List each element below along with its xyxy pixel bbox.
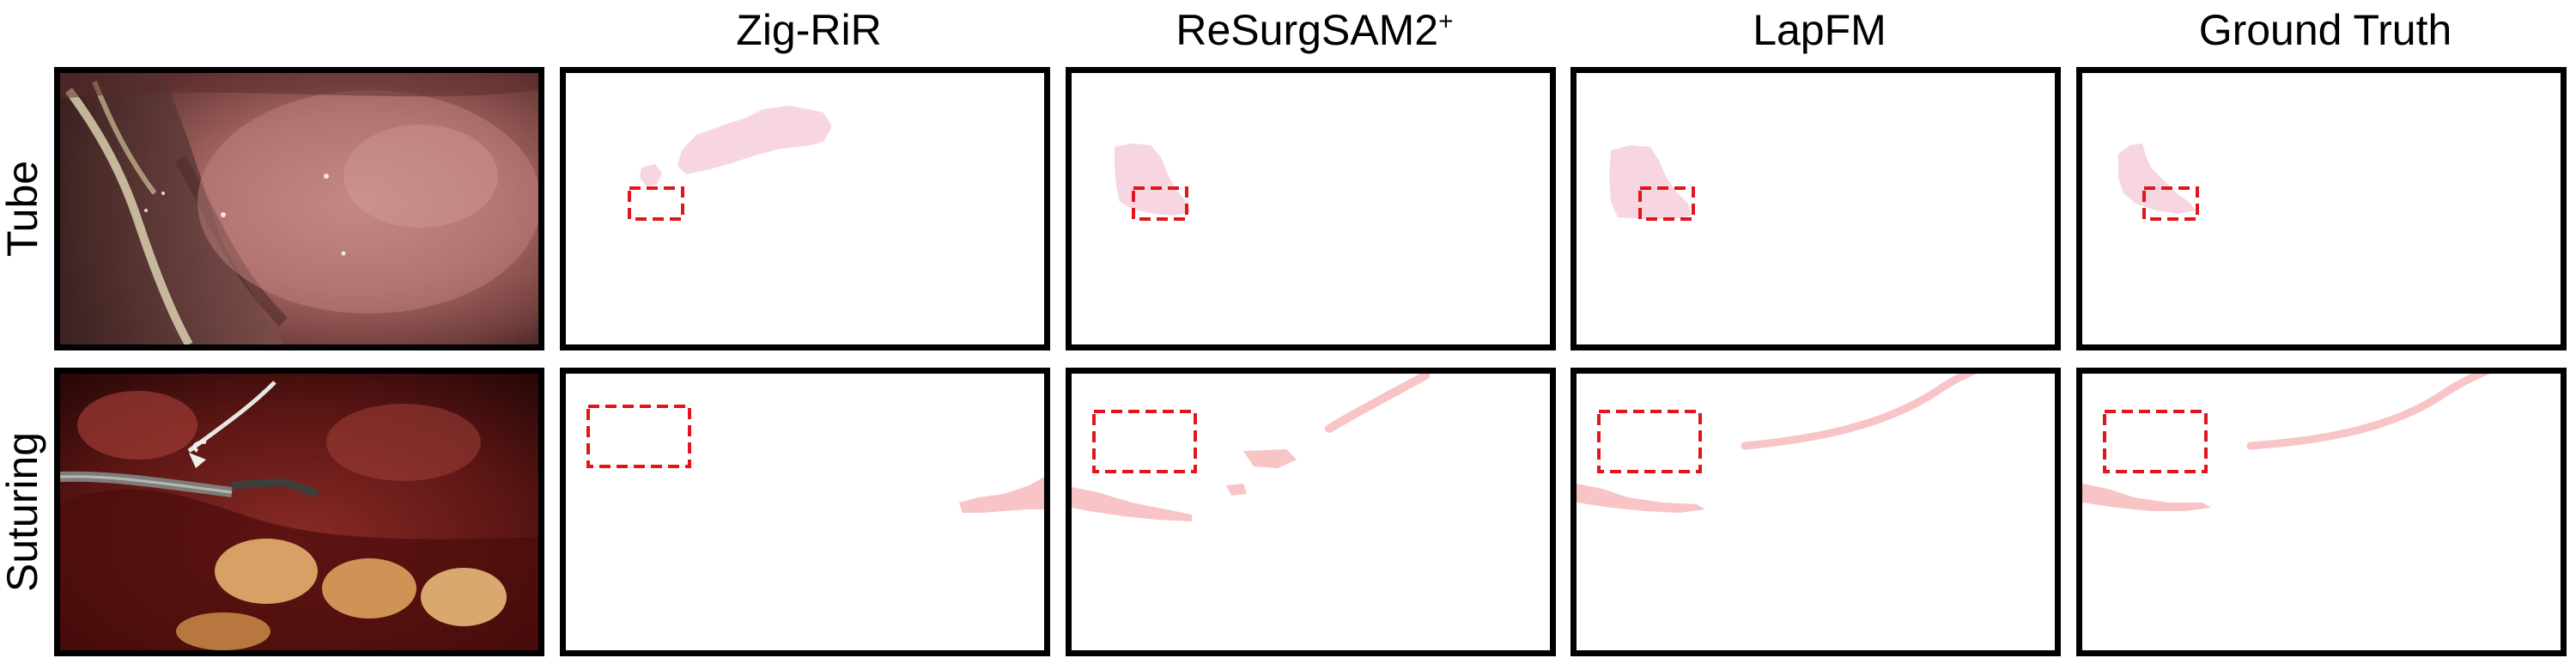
prediction-lapfm-tube	[1571, 67, 2061, 350]
segmentation-mask	[959, 477, 1044, 513]
column-header-ground-truth: Ground Truth	[2081, 3, 2570, 57]
column-header-zig-rir: Zig-RiR	[564, 3, 1054, 57]
prediction-zig-rir-tube	[560, 67, 1050, 350]
prediction-resurgsam2-tube	[1066, 67, 1556, 350]
segmentation-mask-fragment	[1243, 449, 1297, 468]
column-header-resurgsam2: ReSurgSAM2+	[1070, 3, 1559, 57]
column-header-text: LapFM	[1753, 6, 1886, 54]
column-header-text: ReSurgSAM2	[1176, 6, 1439, 54]
segmentation-mask	[2118, 143, 2196, 214]
segmentation-mask-fragment	[1226, 484, 1247, 496]
roi-box	[1132, 186, 1188, 221]
segmentation-mask	[1115, 143, 1190, 216]
column-header-lapfm: LapFM	[1575, 3, 2064, 57]
segmentation-mask-thread	[1325, 374, 1430, 433]
row-label-text: Tube	[0, 160, 47, 258]
surgical-photo-suturing	[60, 374, 538, 650]
segmentation-mask-needle	[2082, 484, 2211, 511]
roi-box	[1638, 186, 1695, 221]
roi-box	[586, 405, 691, 468]
ground-truth-suturing	[2076, 368, 2567, 656]
ground-truth-tube	[2076, 67, 2567, 350]
prediction-lapfm-suturing	[1571, 368, 2061, 656]
segmentation-mask-needle	[1577, 484, 1705, 513]
input-image-tube	[54, 67, 544, 350]
row-label-tube: Tube	[0, 67, 47, 350]
input-image-suturing	[54, 368, 544, 656]
segmentation-mask	[1609, 145, 1692, 219]
prediction-resurgsam2-suturing	[1066, 368, 1556, 656]
segmentation-mask-thread	[2246, 374, 2491, 450]
segmentation-mask-thread	[1741, 374, 1977, 450]
row-label-text: Suturing	[0, 431, 47, 593]
segmentation-mask-fragment	[640, 164, 662, 186]
roi-box	[1092, 410, 1197, 473]
segmentation-mask	[677, 106, 832, 174]
surgical-photo-tube	[60, 73, 538, 344]
column-header-sup: +	[1438, 7, 1454, 36]
roi-box	[628, 186, 684, 221]
column-header-text: Ground Truth	[2198, 6, 2452, 54]
roi-box	[2142, 186, 2199, 221]
column-header-text: Zig-RiR	[736, 6, 882, 54]
segmentation-mask-needle	[1072, 487, 1192, 521]
roi-box	[2103, 410, 2208, 473]
prediction-zig-rir-suturing	[560, 368, 1050, 656]
roi-box	[1597, 410, 1702, 473]
row-label-suturing: Suturing	[0, 368, 47, 656]
